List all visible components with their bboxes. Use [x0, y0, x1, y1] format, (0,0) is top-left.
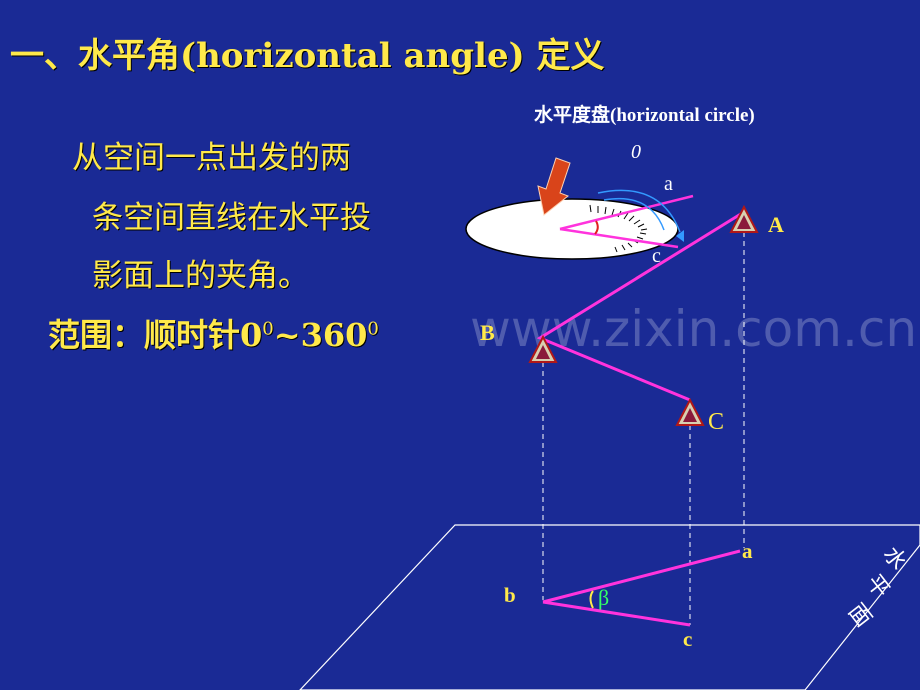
range-statement: 范围：顺时针00~3600 — [48, 310, 379, 356]
projection-ray-bc — [542, 600, 691, 627]
range-text: 顺时针0 — [144, 316, 263, 354]
range-sup-1: 0 — [262, 318, 274, 340]
station-B-icon — [528, 334, 558, 363]
circle-angle-arc — [594, 220, 599, 235]
definition-line-2: 条空间直线在水平投 — [92, 200, 371, 236]
range-label: 范围： — [48, 316, 145, 354]
reading-arc-outer — [597, 189, 681, 233]
proj-b-label: b — [504, 583, 516, 607]
circle-ray-a — [559, 194, 694, 231]
page-title: 一、水平角(horizontal angle) 定义 — [10, 36, 605, 76]
range-mid: ~360 — [273, 316, 368, 354]
circle-label: 水平度盘(horizontal circle) — [534, 103, 755, 126]
proj-a-label: a — [742, 539, 753, 563]
reading-arc-arrowhead — [676, 230, 684, 242]
plane-label-1: 水 — [878, 542, 911, 575]
station-C-icon — [675, 397, 705, 426]
circle-c-label: c — [652, 245, 661, 267]
station-A-icon — [729, 204, 759, 233]
reading-arc-inner — [603, 197, 665, 231]
plane-label-3: 面 — [843, 599, 876, 632]
zero-label: 0 — [631, 141, 641, 163]
down-arrow-icon — [537, 157, 571, 216]
point-B-label: B — [480, 320, 495, 345]
circle-ray-c — [559, 227, 679, 249]
circle-graduations — [589, 204, 648, 253]
point-C-label: C — [708, 409, 724, 435]
space-lines — [536, 210, 745, 402]
plane-label-2: 平 — [861, 570, 894, 603]
proj-c-label: c — [683, 627, 692, 651]
circle-a-label: a — [664, 173, 673, 195]
definition-line-1: 从空间一点出发的两 — [72, 140, 351, 176]
definition-line-3: 影面上的夹角。 — [92, 258, 309, 294]
horizontal-plane — [299, 524, 920, 690]
point-A-label: A — [768, 212, 784, 237]
range-sup-2: 0 — [367, 318, 379, 340]
beta-label: β — [598, 585, 609, 610]
beta-arc — [589, 590, 594, 609]
projection-ray-ba — [542, 549, 741, 604]
